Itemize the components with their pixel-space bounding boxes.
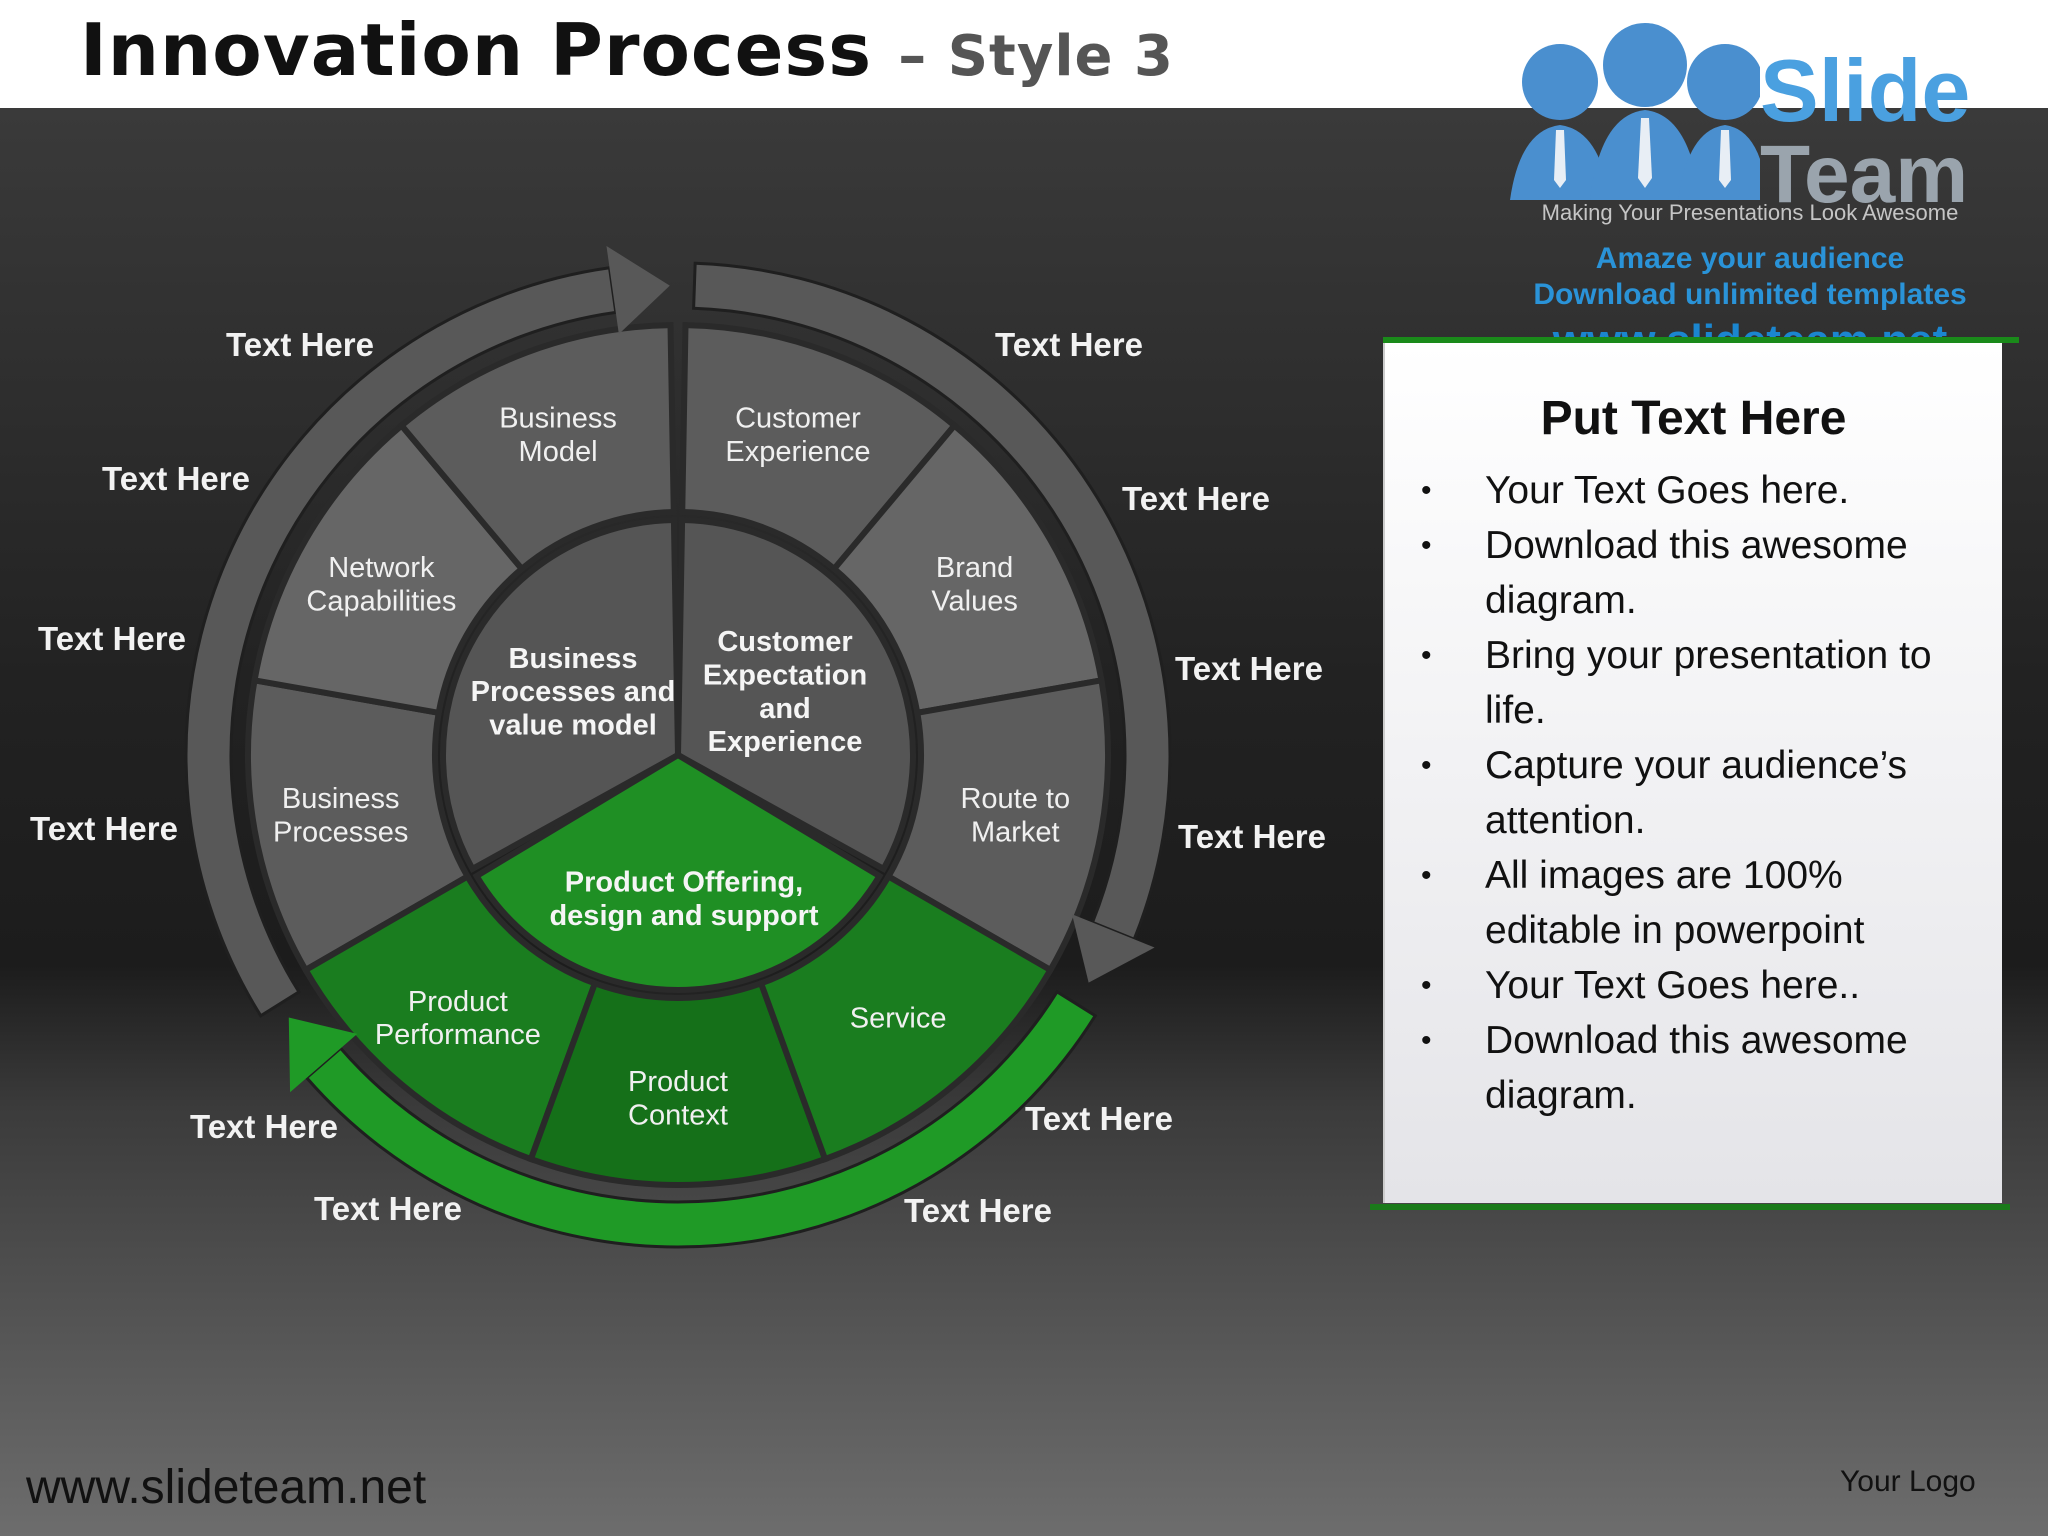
brand-tagline: Making Your Presentations Look Awesome	[1541, 200, 1959, 225]
brand-line2: Download unlimited templates	[1533, 278, 1967, 311]
text-here-label-3: Text Here	[38, 620, 186, 657]
inner-sector-left	[440, 516, 682, 874]
bullet-item: •Download this awesome diagram.	[1421, 1019, 1908, 1117]
slide-title: Innovation Process – Style 3	[80, 8, 1174, 92]
bullet-item: •All images are 100% editable in powerpo…	[1421, 854, 1865, 952]
panel-bottom-border	[1370, 1204, 2010, 1210]
text-here-label-7: Text Here	[1175, 650, 1323, 687]
footer-url: www.slideteam.net	[26, 1461, 427, 1514]
text-panel: Put Text Here •Your Text Goes here. •Dow…	[1383, 343, 2002, 1203]
inner-sector-green	[472, 751, 884, 993]
text-here-label-9: Text Here	[190, 1108, 338, 1145]
title-sub: – Style 3	[898, 24, 1174, 89]
outer-left-3	[397, 322, 677, 574]
outer-green-1	[301, 872, 599, 1163]
text-here-label-8: Text Here	[1178, 818, 1326, 855]
text-here-label-10: Text Here	[314, 1190, 462, 1227]
bullet-item: •Capture your audience’s attention.	[1421, 744, 1908, 842]
text-here-label-11: Text Here	[1025, 1100, 1173, 1137]
panel-title: Put Text Here	[1540, 392, 1847, 445]
bullet-list: •Your Text Goes here. •Download this awe…	[1421, 463, 1981, 1123]
outer-green-2	[527, 979, 829, 1189]
title-main: Innovation Process	[80, 8, 873, 92]
bullet-item: •Bring your presentation to life.	[1421, 634, 1932, 732]
brand-line1: Amaze your audience	[1595, 242, 1905, 275]
brand-slide: Slide	[1760, 41, 1971, 140]
outer-arrow-right-head	[1072, 914, 1155, 983]
text-here-label-12: Text Here	[904, 1192, 1052, 1229]
outer-arrow-right	[692, 261, 1172, 942]
your-logo: Your Logo	[1840, 1465, 1976, 1498]
text-here-label-1: Text Here	[226, 326, 374, 363]
panel-top-border	[1383, 337, 2019, 343]
outer-arrow-green-head	[288, 1017, 358, 1093]
outer-arrow-left-head	[606, 246, 670, 335]
brand-team: Team	[1760, 129, 1969, 220]
text-here-label-2: Text Here	[102, 460, 250, 497]
text-here-label-5: Text Here	[995, 326, 1143, 363]
inner-green-label: Product Offering,design and support	[549, 866, 818, 931]
people-icon	[1510, 23, 1760, 200]
bullet-item: •Your Text Goes here..	[1421, 964, 1861, 1007]
bullet-item: •Download this awesome diagram.	[1421, 524, 1908, 622]
inner-sector-right	[674, 516, 916, 874]
bullet-item: •Your Text Goes here.	[1421, 469, 1850, 512]
text-here-label-6: Text Here	[1122, 480, 1270, 517]
outer-green-3	[757, 872, 1055, 1163]
text-here-label-4: Text Here	[30, 810, 178, 847]
outer-green-3-label: Service	[850, 1003, 947, 1035]
